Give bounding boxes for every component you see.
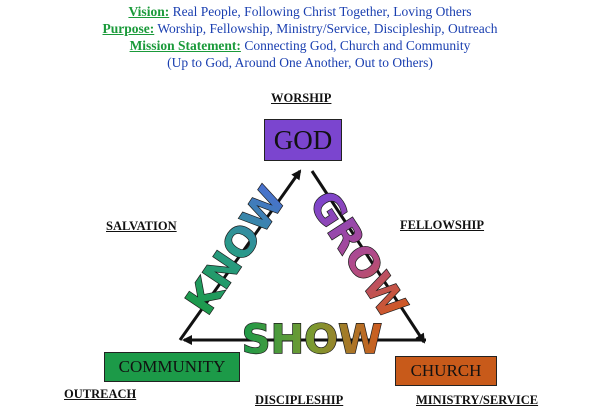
label-salvation: SALVATION [106, 219, 177, 233]
purpose-label: Purpose: [102, 21, 155, 36]
mission-subtext: (Up to God, Around One Another, Out to O… [167, 55, 433, 70]
label-worship: WORSHIP [271, 91, 332, 105]
mission-label: Mission Statement: [129, 38, 241, 53]
label-fellowship: FELLOWSHIP [400, 218, 485, 232]
arrow-god-to-church [310, 170, 426, 344]
mission-line: Mission Statement: Connecting God, Churc… [0, 37, 600, 54]
show-word: SHOW [242, 317, 382, 363]
purpose-text: Worship, Fellowship, Ministry/Service, D… [154, 21, 498, 36]
know-word: KNOW [177, 179, 295, 323]
label-outreach: OUTREACH [64, 387, 137, 401]
vision-text: Real People, Following Christ Together, … [169, 4, 472, 19]
mission-text: Connecting God, Church and Community [240, 38, 471, 53]
community-box: COMMUNITY [104, 352, 240, 382]
arrow-community-to-god [178, 169, 302, 341]
header: Vision: Real People, Following Christ To… [0, 3, 600, 71]
purpose-line: Purpose: Worship, Fellowship, Ministry/S… [0, 20, 600, 37]
label-ministry-service: MINISTRY/SERVICE [416, 393, 539, 407]
grow-word: GROW [300, 183, 416, 327]
god-box: GOD [264, 119, 342, 161]
vision-line: Vision: Real People, Following Christ To… [0, 3, 600, 20]
label-discipleship: DISCIPLESHIP [255, 393, 344, 407]
church-box: CHURCH [395, 356, 497, 386]
vision-label: Vision: [128, 4, 170, 19]
